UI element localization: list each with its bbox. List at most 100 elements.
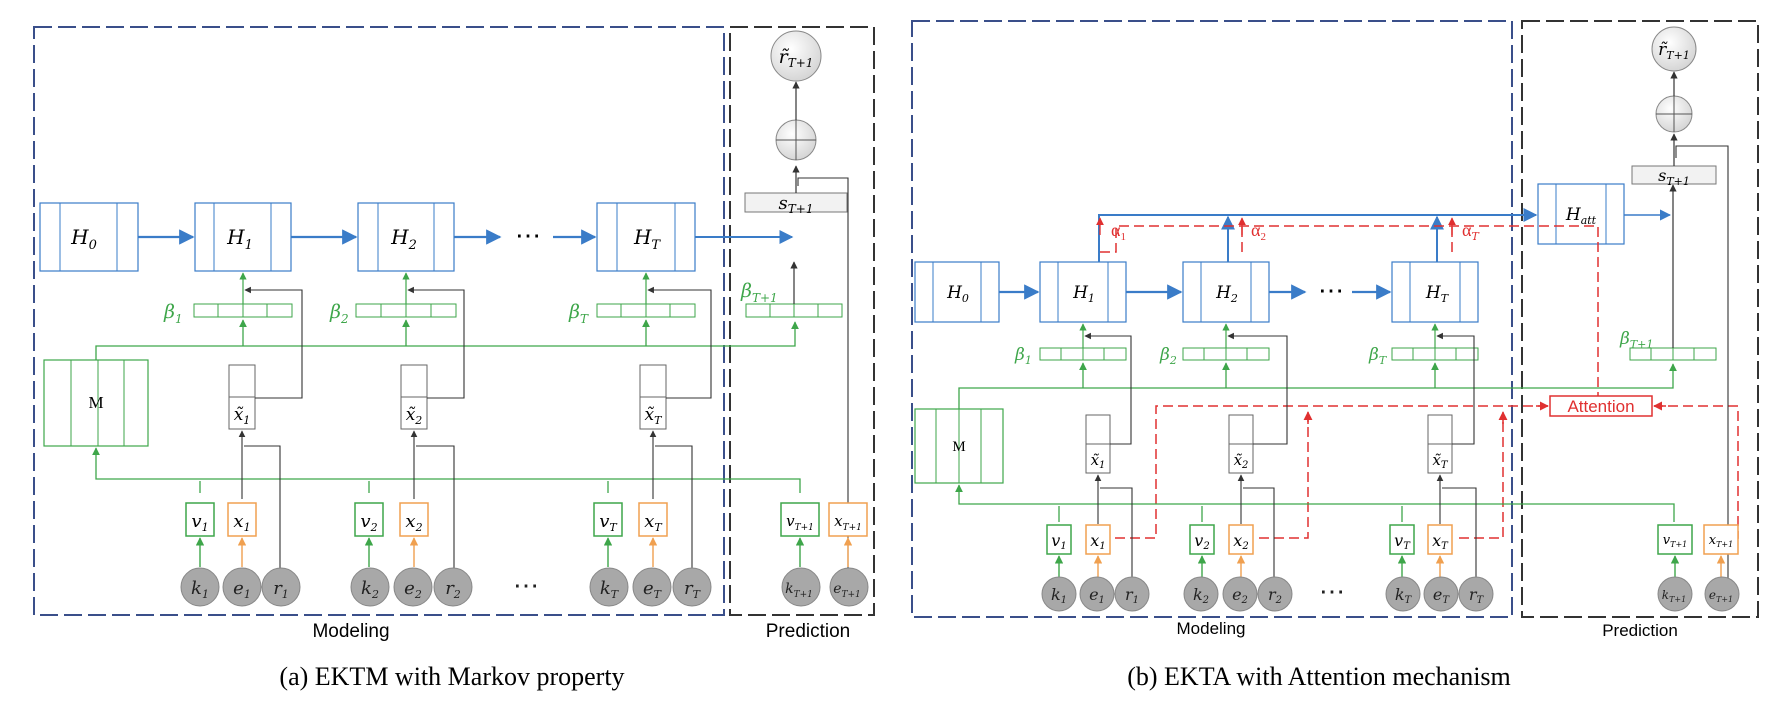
- attention-hidden-state: Hatt: [1537, 183, 1625, 245]
- svg-text:k2: k2: [361, 578, 379, 601]
- caption-a: (a) EKTM with Markov property: [279, 662, 624, 691]
- svg-text:αT: αT: [1462, 220, 1480, 243]
- modeling-frame: [33, 26, 725, 616]
- svg-text:x̃1: x̃1: [234, 405, 251, 427]
- sum-node: [1655, 95, 1693, 133]
- x-nodes: x1 x2 xT xT+1: [1085, 524, 1739, 555]
- beta-bars: [193, 303, 843, 318]
- prediction-frame: [729, 26, 875, 616]
- modeling-label: Modeling: [312, 621, 389, 642]
- hidden-state-h0: H0: [914, 261, 1000, 323]
- svg-text:e1: e1: [233, 578, 251, 601]
- prediction-label: Prediction: [1602, 621, 1678, 640]
- attention-box: Attention: [1549, 395, 1653, 417]
- svg-text:k1: k1: [191, 578, 209, 601]
- svg-text:x̃T: x̃T: [1432, 451, 1448, 471]
- svg-text:x̃1: x̃1: [1091, 451, 1106, 471]
- svg-text:eT: eT: [643, 578, 663, 601]
- svg-text:H1: H1: [1072, 283, 1095, 305]
- v-nodes: v1 v2 vT vT+1: [185, 502, 820, 537]
- hidden-state-h1: H1: [1039, 261, 1127, 323]
- svg-text:r̃T+1: r̃T+1: [779, 46, 814, 70]
- v-nodes: v1 v2 vT vT+1: [1046, 524, 1693, 555]
- caption-b: (b) EKTA with Attention mechanism: [1127, 662, 1511, 691]
- svg-text:x̃T: x̃T: [645, 405, 664, 427]
- hidden-state-h2: H2: [357, 202, 455, 272]
- svg-text:β1: β1: [1014, 345, 1032, 367]
- output-r: r̃T+1: [1651, 26, 1697, 72]
- svg-text:vT: vT: [1394, 531, 1411, 552]
- input-circles: [1041, 576, 1740, 612]
- svg-text:⋯: ⋯: [1319, 577, 1345, 606]
- svg-text:v2: v2: [1194, 531, 1209, 552]
- x-tilde-nodes: x̃1 x̃2 x̃T: [1085, 414, 1453, 474]
- panel-a: H0 H1 H2 HT ⋯: [33, 26, 875, 691]
- state-s: sT+1: [1631, 165, 1717, 188]
- svg-text:x1: x1: [1090, 531, 1105, 552]
- svg-text:r̃T+1: r̃T+1: [1658, 40, 1690, 62]
- hidden-state-h1: H1: [194, 202, 292, 272]
- svg-text:v2: v2: [360, 511, 377, 534]
- svg-text:x2: x2: [1233, 531, 1248, 552]
- memory-m: M: [43, 359, 149, 447]
- svg-text:kT+1: kT+1: [785, 581, 813, 600]
- prediction-frame: [1521, 20, 1759, 618]
- svg-text:kT+1: kT+1: [1662, 588, 1686, 604]
- svg-text:xT: xT: [644, 511, 663, 534]
- svg-text:kT: kT: [600, 578, 620, 601]
- svg-text:H1: H1: [226, 225, 253, 253]
- modeling-label: Modeling: [1177, 619, 1246, 638]
- ellipsis: ⋯: [1318, 276, 1344, 305]
- svg-text:r2: r2: [1268, 585, 1282, 606]
- svg-text:Attention: Attention: [1567, 397, 1634, 416]
- state-s: sT+1: [744, 192, 848, 216]
- svg-text:e2: e2: [404, 578, 422, 601]
- svg-text:r1: r1: [1125, 585, 1139, 606]
- svg-text:xT+1: xT+1: [834, 512, 862, 533]
- svg-text:H2: H2: [390, 225, 417, 253]
- svg-text:e1: e1: [1089, 585, 1105, 606]
- svg-text:v1: v1: [1051, 531, 1066, 552]
- svg-text:v1: v1: [191, 511, 208, 534]
- hidden-state-h0: H0: [39, 202, 139, 272]
- svg-text:eT: eT: [1433, 585, 1450, 606]
- svg-text:xT: xT: [1432, 531, 1449, 552]
- svg-text:βT: βT: [568, 301, 589, 326]
- svg-text:k1: k1: [1051, 585, 1067, 606]
- svg-text:H0: H0: [946, 283, 969, 305]
- svg-text:β1: β1: [163, 301, 183, 326]
- svg-text:sT+1: sT+1: [1658, 166, 1690, 188]
- svg-text:rT: rT: [684, 578, 702, 601]
- panel-b: H0 H1 H2 HT ⋯: [911, 20, 1759, 691]
- beta-bars: [1039, 347, 1717, 361]
- hidden-state-h2: H2: [1182, 261, 1270, 323]
- svg-text:xT+1: xT+1: [1709, 533, 1733, 549]
- svg-text:β2: β2: [329, 301, 349, 326]
- hidden-state-ht: HT: [1391, 261, 1479, 323]
- alpha-labels: α1 α2 αT: [1111, 220, 1480, 243]
- svg-text:vT: vT: [599, 511, 618, 534]
- output-r: r̃T+1: [770, 30, 822, 82]
- svg-text:H2: H2: [1215, 283, 1238, 305]
- svg-text:e2: e2: [1232, 585, 1248, 606]
- svg-text:Hatt: Hatt: [1565, 205, 1597, 227]
- input-circles: [180, 567, 869, 607]
- svg-text:α1: α1: [1111, 220, 1126, 243]
- svg-text:β2: β2: [1159, 345, 1177, 367]
- svg-text:βT+1: βT+1: [740, 280, 778, 305]
- ellipsis: ⋯: [515, 221, 541, 250]
- svg-text:M: M: [88, 393, 103, 412]
- svg-text:x2: x2: [405, 511, 422, 534]
- hidden-state-ht: HT: [596, 202, 696, 272]
- modeling-frame: [911, 20, 1513, 618]
- hidden-state-chain: H0 H1 H2 HT ⋯: [914, 208, 1538, 323]
- svg-text:rT: rT: [1469, 585, 1485, 606]
- svg-text:r1: r1: [273, 578, 289, 601]
- svg-text:x̃2: x̃2: [406, 405, 423, 427]
- svg-text:eT+1: eT+1: [1709, 588, 1733, 604]
- svg-text:r2: r2: [445, 578, 461, 601]
- prediction-label: Prediction: [766, 621, 851, 642]
- svg-text:x1: x1: [233, 511, 250, 534]
- svg-text:kT: kT: [1395, 585, 1413, 606]
